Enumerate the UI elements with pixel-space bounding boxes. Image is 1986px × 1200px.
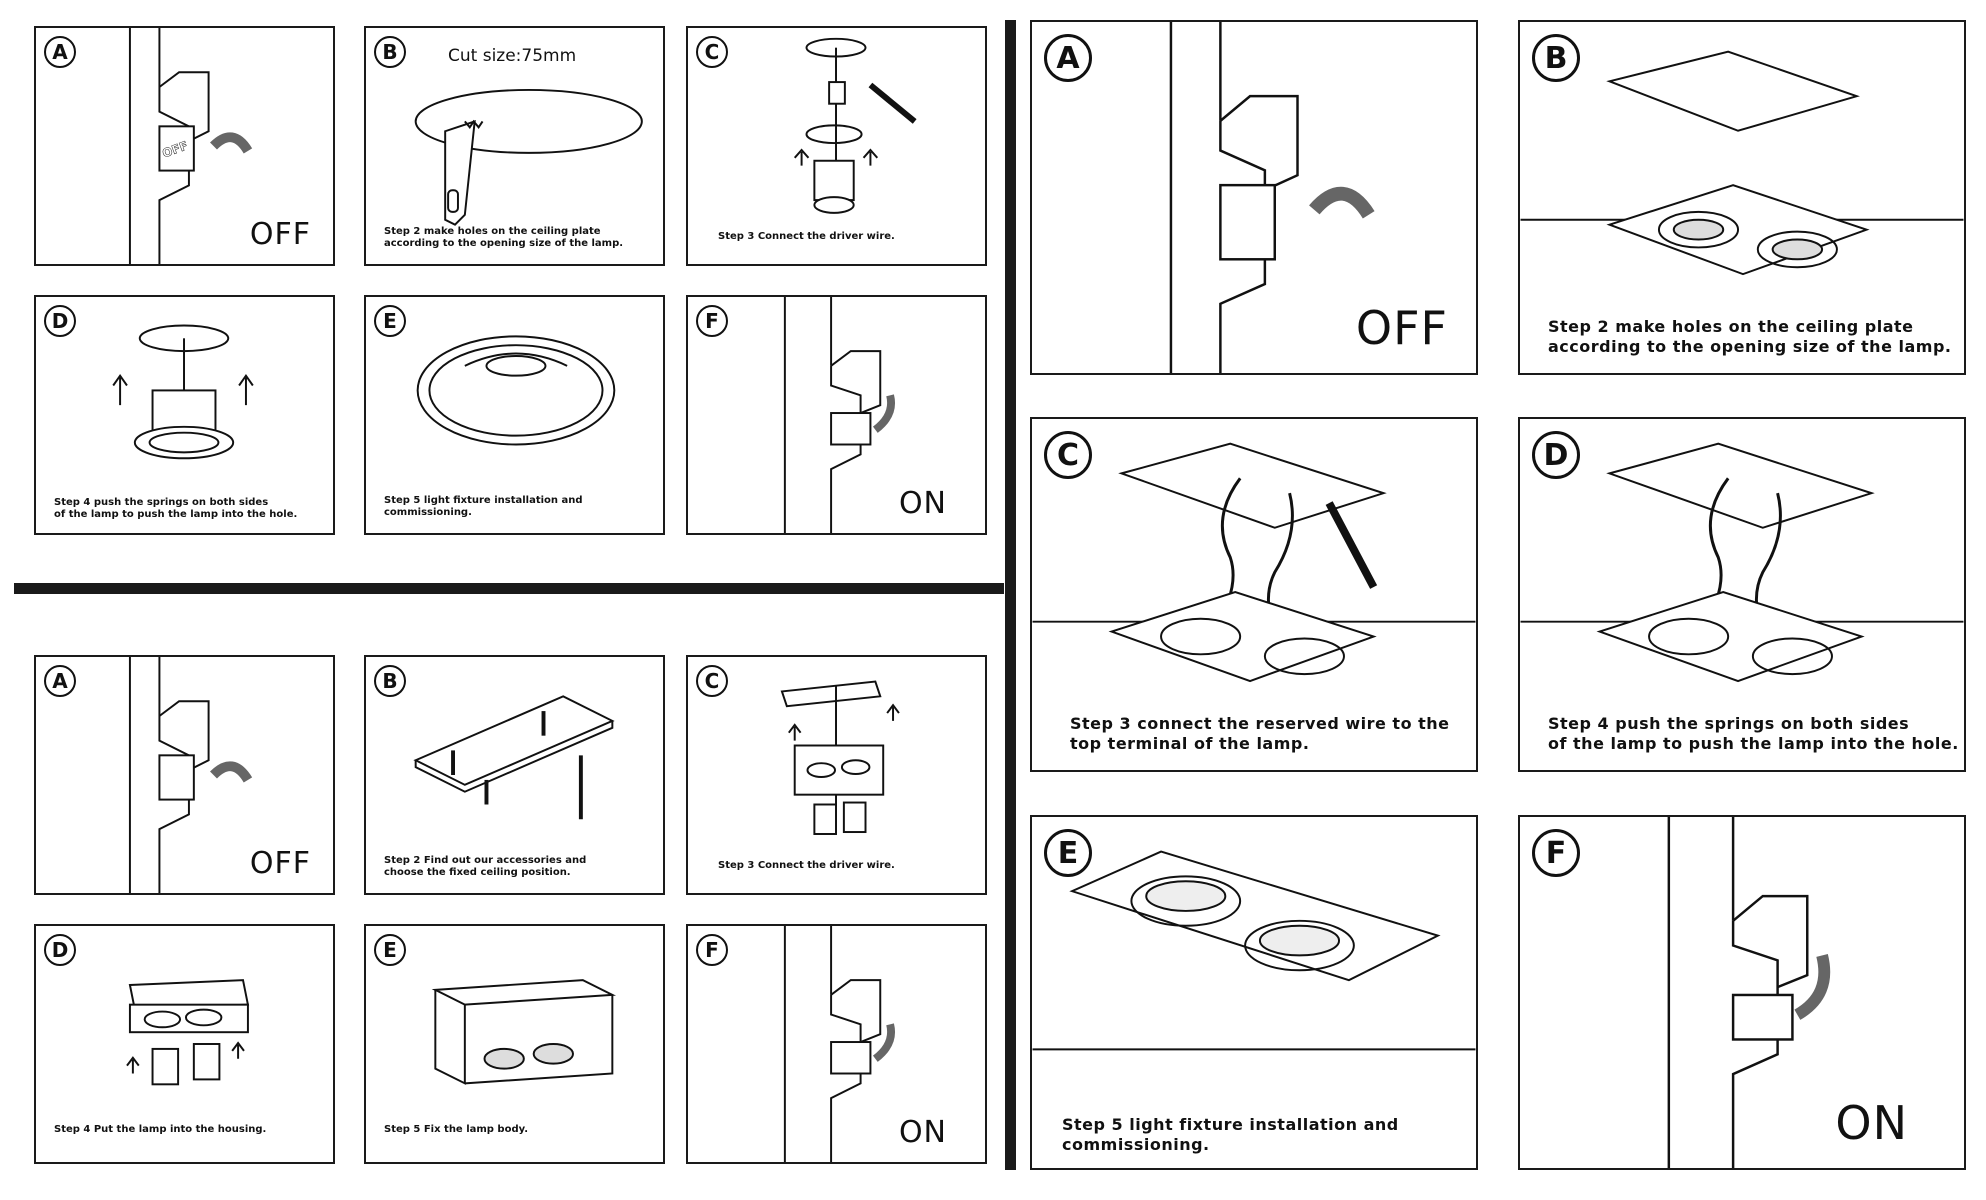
set1-panel-f: F ON — [686, 295, 987, 535]
fixed-lamp-body-illustration — [431, 979, 617, 1085]
set3-panel-f: F ON — [1518, 815, 1966, 1170]
set3-panel-b: B Step 2 make holes on the ceiling plate… — [1518, 20, 1966, 375]
step-letter: C — [1044, 431, 1092, 479]
set2-panel-f: F ON — [686, 924, 987, 1164]
step-letter: D — [1532, 431, 1580, 479]
horizontal-divider — [14, 583, 1004, 594]
push-springs-double-lamp-illustration — [1520, 442, 1964, 683]
set1-panel-b: B Cut size:75mm Step 2 make holes on the… — [364, 26, 665, 266]
step-letter: F — [696, 305, 728, 337]
step-letter: B — [374, 665, 406, 697]
step-letter: E — [1044, 829, 1092, 877]
wall-switch-off-illustration — [1169, 22, 1375, 373]
connect-reserved-wire-illustration — [1032, 442, 1476, 683]
wall-switch-on-illustration — [783, 926, 895, 1162]
lamp-into-housing-illustration — [126, 979, 250, 1086]
set2-panel-d: D Step 4 Put the lamp into the housing. — [34, 924, 335, 1164]
switch-state-label: OFF — [249, 217, 311, 252]
switch-state-label: ON — [898, 1115, 947, 1150]
step-letter: F — [696, 934, 728, 966]
set2-panel-c: C Step 3 Connect the driver wire. — [686, 655, 987, 895]
step-caption: Step 3 Connect the driver wire. — [718, 860, 895, 871]
step-caption: Step 4 push the springs on both sides of… — [1548, 714, 1959, 753]
step-caption: Step 2 Find out our accessories and choo… — [384, 855, 587, 878]
installed-double-downlight-illustration — [1032, 850, 1476, 1051]
step-letter: D — [44, 305, 76, 337]
step-caption: Step 2 make holes on the ceiling plate a… — [1548, 317, 1952, 356]
step-letter: A — [1044, 34, 1092, 82]
set1-panel-d: D Step 4 push the springs on both sides … — [34, 295, 335, 535]
step-caption: Step 4 Put the lamp into the housing. — [54, 1124, 267, 1135]
step-letter: B — [1532, 34, 1580, 82]
switch-state-label: OFF — [249, 846, 311, 881]
step-letter: A — [44, 665, 76, 697]
set3-panel-c: C Step 3 connect the reserved wire to th… — [1030, 417, 1478, 772]
set3-panel-a: A OFF — [1030, 20, 1478, 375]
wall-switch-off-illustration: OFF — [128, 28, 253, 264]
set2-panel-e: E Step 5 Fix the lamp body. — [364, 924, 665, 1164]
saw-cutting-ceiling-illustration — [414, 88, 643, 226]
push-springs-illustration — [112, 324, 254, 460]
housing-wiring-illustration — [780, 680, 900, 835]
step-caption: Step 5 light fixture installation and co… — [1062, 1115, 1399, 1154]
wall-switch-on-illustration — [783, 297, 895, 533]
installed-downlight-illustration — [416, 335, 616, 446]
set2-panel-a: A OFF — [34, 655, 335, 895]
step-letter: A — [44, 36, 76, 68]
wall-switch-on-illustration — [1667, 817, 1831, 1168]
switch-state-label: OFF — [1355, 301, 1448, 355]
step-caption: Step 4 push the springs on both sides of… — [54, 497, 298, 520]
ceiling-mount-plate-illustration — [413, 695, 615, 820]
step-letter: D — [44, 934, 76, 966]
switch-state-label: ON — [1835, 1096, 1908, 1150]
wall-switch-off-illustration — [128, 657, 253, 893]
step-letter: B — [374, 36, 406, 68]
set1-panel-c: C Step 3 Connect the driver wire. — [686, 26, 987, 266]
set3-panel-d: D Step 4 push the springs on both sides … — [1518, 417, 1966, 772]
ceiling-plate-double-lamp-illustration — [1520, 50, 1964, 276]
set3-panel-e: E Step 5 light fixture installation and … — [1030, 815, 1478, 1170]
switch-state-label: ON — [898, 486, 947, 521]
cut-size-label: Cut size:75mm — [448, 46, 577, 66]
step-caption: Step 3 connect the reserved wire to the … — [1070, 714, 1450, 753]
set1-panel-e: E Step 5 light fixture installation and … — [364, 295, 665, 535]
step-caption: Step 5 Fix the lamp body. — [384, 1124, 529, 1135]
step-letter: E — [374, 305, 406, 337]
vertical-divider — [1005, 20, 1016, 1170]
step-letter: C — [696, 36, 728, 68]
step-letter: F — [1532, 829, 1580, 877]
step-letter: C — [696, 665, 728, 697]
set2-panel-b: B Step 2 Find out our accessories and ch… — [364, 655, 665, 895]
step-caption: Step 2 make holes on the ceiling plate a… — [384, 226, 624, 249]
set1-panel-a: OFF A OFF — [34, 26, 335, 266]
step-letter: E — [374, 934, 406, 966]
step-caption: Step 5 light fixture installation and co… — [384, 495, 583, 518]
connect-driver-wire-illustration — [793, 37, 917, 214]
step-caption: Step 3 Connect the driver wire. — [718, 231, 895, 242]
